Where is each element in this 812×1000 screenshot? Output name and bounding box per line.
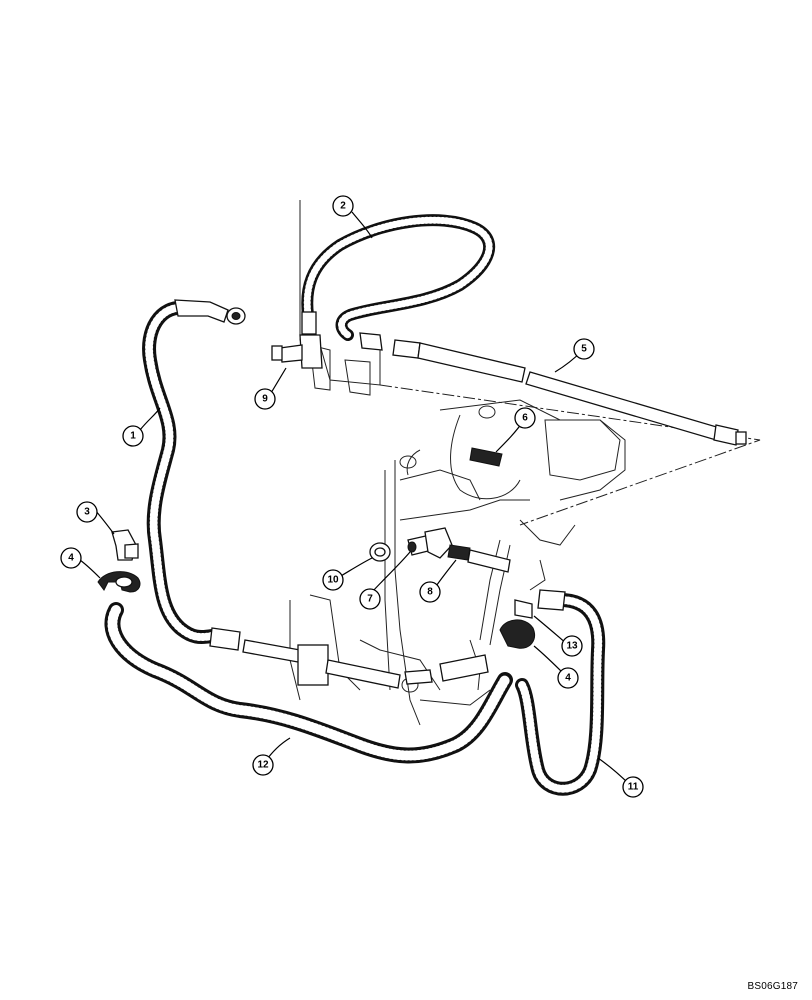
clamp-4-right [499, 619, 535, 649]
callout-label: 1 [130, 431, 136, 442]
callout-5: 5 [573, 338, 595, 360]
callout-7: 7 [359, 588, 381, 610]
clamp-4-left [97, 571, 141, 593]
tube-5 [359, 332, 747, 446]
callout-label: 4 [68, 553, 74, 564]
callout-label: 12 [257, 760, 269, 771]
callout-label: 9 [262, 394, 268, 405]
callout-8: 8 [419, 581, 441, 603]
callout-label: 6 [522, 413, 528, 424]
callout-label: 11 [628, 782, 639, 793]
hose-2 [301, 214, 496, 341]
callout-2: 2 [332, 195, 354, 217]
fitting-6 [469, 447, 503, 467]
fitting-13 [514, 599, 533, 619]
callout-13: 13 [561, 635, 583, 657]
elbow-fitting-7 [407, 527, 453, 559]
pump-housing-outline [289, 200, 761, 726]
callout-4-left: 4 [60, 547, 82, 569]
fitting-8 [447, 544, 511, 573]
callout-6: 6 [514, 407, 536, 429]
callout-3: 3 [76, 501, 98, 523]
callout-label: 4 [565, 673, 571, 684]
callout-label: 5 [581, 344, 587, 355]
hose-1 [142, 299, 246, 644]
callout-11: 11 [622, 776, 644, 798]
callout-label: 7 [367, 594, 373, 605]
tee-fitting-9 [271, 334, 323, 369]
callout-12: 12 [252, 754, 274, 776]
drawing-id: BS06G187 [747, 981, 798, 992]
plug-10 [369, 542, 391, 562]
hose-11 [515, 589, 606, 796]
callout-10: 10 [322, 569, 344, 591]
callout-label: 8 [427, 587, 433, 598]
callout-4-right: 4 [557, 667, 579, 689]
callout-label: 2 [340, 201, 346, 212]
callout-label: 10 [327, 575, 339, 586]
callout-label: 13 [566, 641, 578, 652]
elbow-fitting-3 [111, 529, 139, 561]
callout-label: 3 [84, 507, 90, 518]
callout-9: 9 [254, 388, 276, 410]
lower-pipe-assembly [209, 627, 489, 689]
hose-12 [104, 602, 513, 764]
callout-1: 1 [122, 425, 144, 447]
